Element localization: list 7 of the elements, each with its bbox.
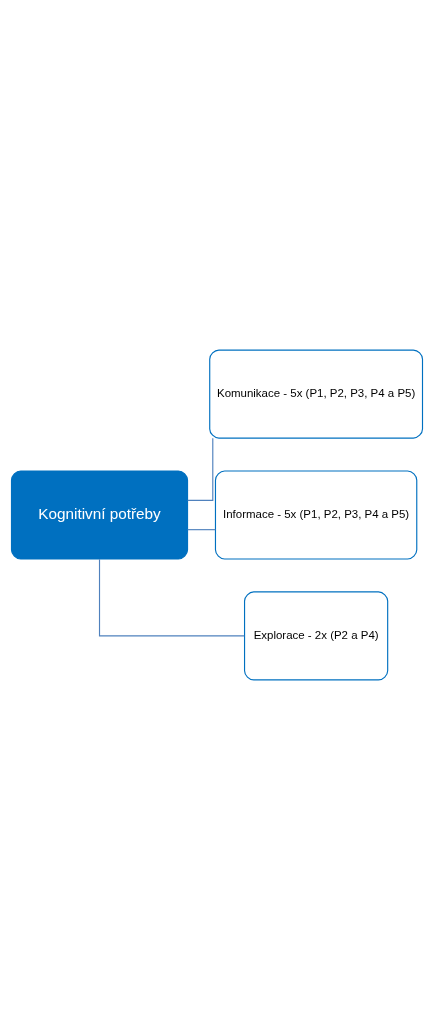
node-box: Komunikace - 5x (P1, P2, P3, P4 a P5) (209, 349, 424, 439)
connector (187, 437, 214, 501)
node-box: Kognitivní potřeby (10, 469, 189, 560)
connector (98, 558, 245, 636)
node-box: Informace - 5x (P1, P2, P3, P4 a P5) (214, 469, 418, 560)
node-box: Explorace - 2x (P2 a P4) (243, 590, 389, 680)
connector (187, 528, 216, 530)
